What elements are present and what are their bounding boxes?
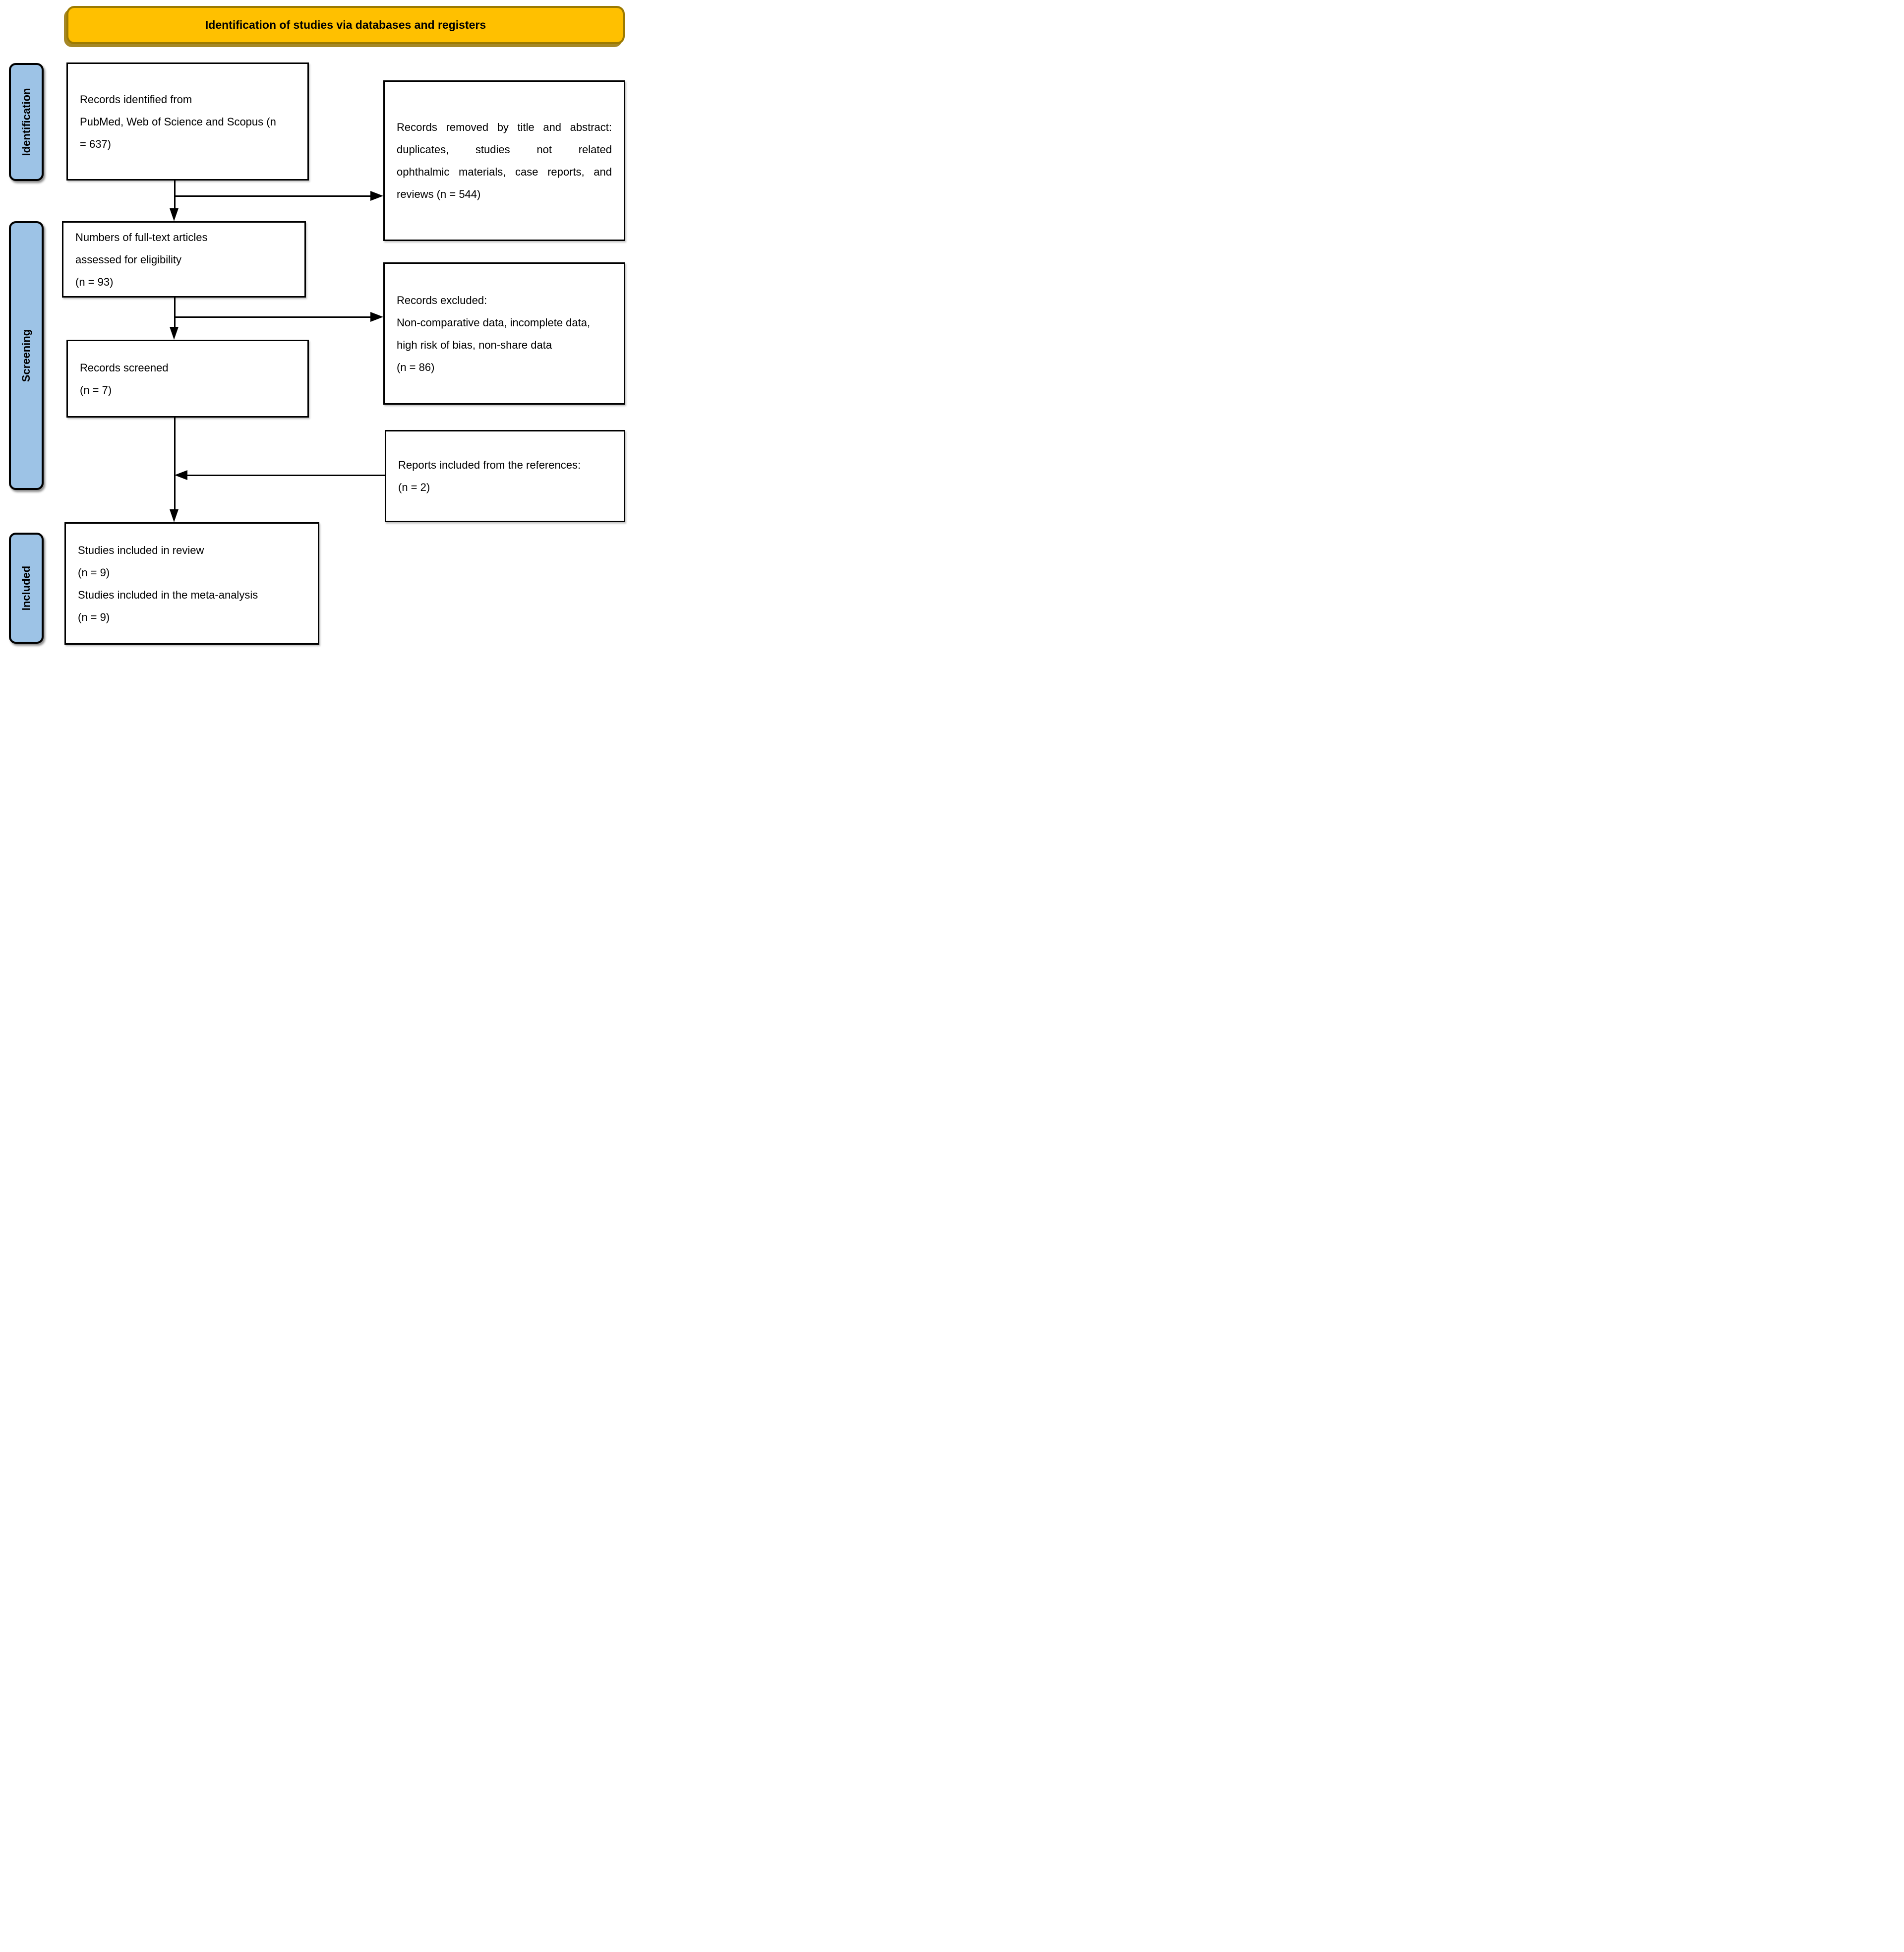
stage-label-identification: Identification bbox=[9, 63, 44, 181]
box-text-line: = 637) bbox=[80, 137, 111, 150]
arrow-screened-to-included-shaft bbox=[174, 418, 176, 509]
title-banner: Identification of studies via databases … bbox=[66, 6, 625, 44]
box-text-line: Studies included in the meta-analysis bbox=[78, 588, 258, 601]
box-text-line: Records identified from bbox=[80, 93, 192, 106]
arrowhead-right-to-records-excluded bbox=[370, 312, 383, 322]
box-text-line: Non-comparative data, incomplete data, bbox=[397, 316, 591, 329]
box-records-excluded: Records excluded: Non-comparative data, i… bbox=[383, 262, 625, 405]
arrow-fulltext-to-screened-shaft bbox=[174, 298, 176, 327]
stage-label-screening-text: Screening bbox=[20, 329, 32, 382]
arrowhead-right-to-records-removed bbox=[370, 191, 383, 201]
box-records-screened: Records screened (n = 7) bbox=[66, 340, 309, 418]
box-text-line: PubMed, Web of Science and Scopus (n bbox=[80, 115, 276, 128]
arrow-identified-to-removed-shaft bbox=[175, 195, 372, 197]
box-reports-from-references: Reports included from the references: (n … bbox=[385, 430, 625, 522]
box-text-line: assessed for eligibility bbox=[75, 253, 181, 266]
arrowhead-down-fulltext-to-screened bbox=[170, 327, 178, 340]
box-text-line: reviews (n = 544) bbox=[397, 188, 481, 200]
box-text-line: Studies included in review bbox=[78, 544, 204, 556]
box-text-line: Records screened bbox=[80, 361, 169, 374]
box-records-removed: Records removed by title and abstract: du… bbox=[383, 80, 625, 241]
stage-label-identification-text: Identification bbox=[20, 88, 33, 156]
box-studies-included: Studies included in review (n = 9) Studies… bbox=[64, 522, 319, 645]
box-text-line: high risk of bias, non-share data bbox=[397, 338, 552, 351]
arrowhead-down-identified-to-fulltext bbox=[170, 208, 178, 221]
box-fulltext-assessed: Numbers of full-text articles assessed fo… bbox=[62, 221, 306, 298]
box-text-line: (n = 9) bbox=[78, 566, 110, 579]
stage-label-screening: Screening bbox=[9, 221, 44, 490]
stage-label-included-text: Included bbox=[20, 565, 33, 611]
arrow-references-to-flow-shaft bbox=[187, 475, 385, 476]
diagram-title: Identification of studies via databases … bbox=[205, 18, 486, 31]
box-text-line: Numbers of full-text articles bbox=[75, 231, 208, 244]
stage-label-included: Included bbox=[9, 533, 44, 644]
box-text-line: Records excluded: bbox=[397, 294, 487, 306]
box-text-line: (n = 86) bbox=[397, 361, 435, 373]
box-text-line: (n = 2) bbox=[398, 481, 430, 493]
box-text-line: (n = 9) bbox=[78, 610, 110, 623]
box-text-line: (n = 7) bbox=[80, 383, 112, 396]
box-text-line: duplicates, studies not related bbox=[397, 143, 612, 156]
box-text-line: Reports included from the references: bbox=[398, 459, 581, 471]
arrowhead-down-screened-to-included bbox=[170, 509, 178, 522]
arrow-fulltext-to-excluded-shaft bbox=[175, 316, 372, 318]
box-text-line: (n = 93) bbox=[75, 275, 114, 288]
box-text-line: ophthalmic materials, case reports, and bbox=[397, 166, 612, 178]
arrow-identified-to-fulltext-shaft bbox=[174, 181, 176, 208]
box-text-line: Records removed by title and abstract: bbox=[397, 121, 612, 133]
prisma-flow-diagram: Identification of studies via databases … bbox=[0, 0, 635, 651]
arrowhead-left-from-references bbox=[175, 470, 187, 480]
